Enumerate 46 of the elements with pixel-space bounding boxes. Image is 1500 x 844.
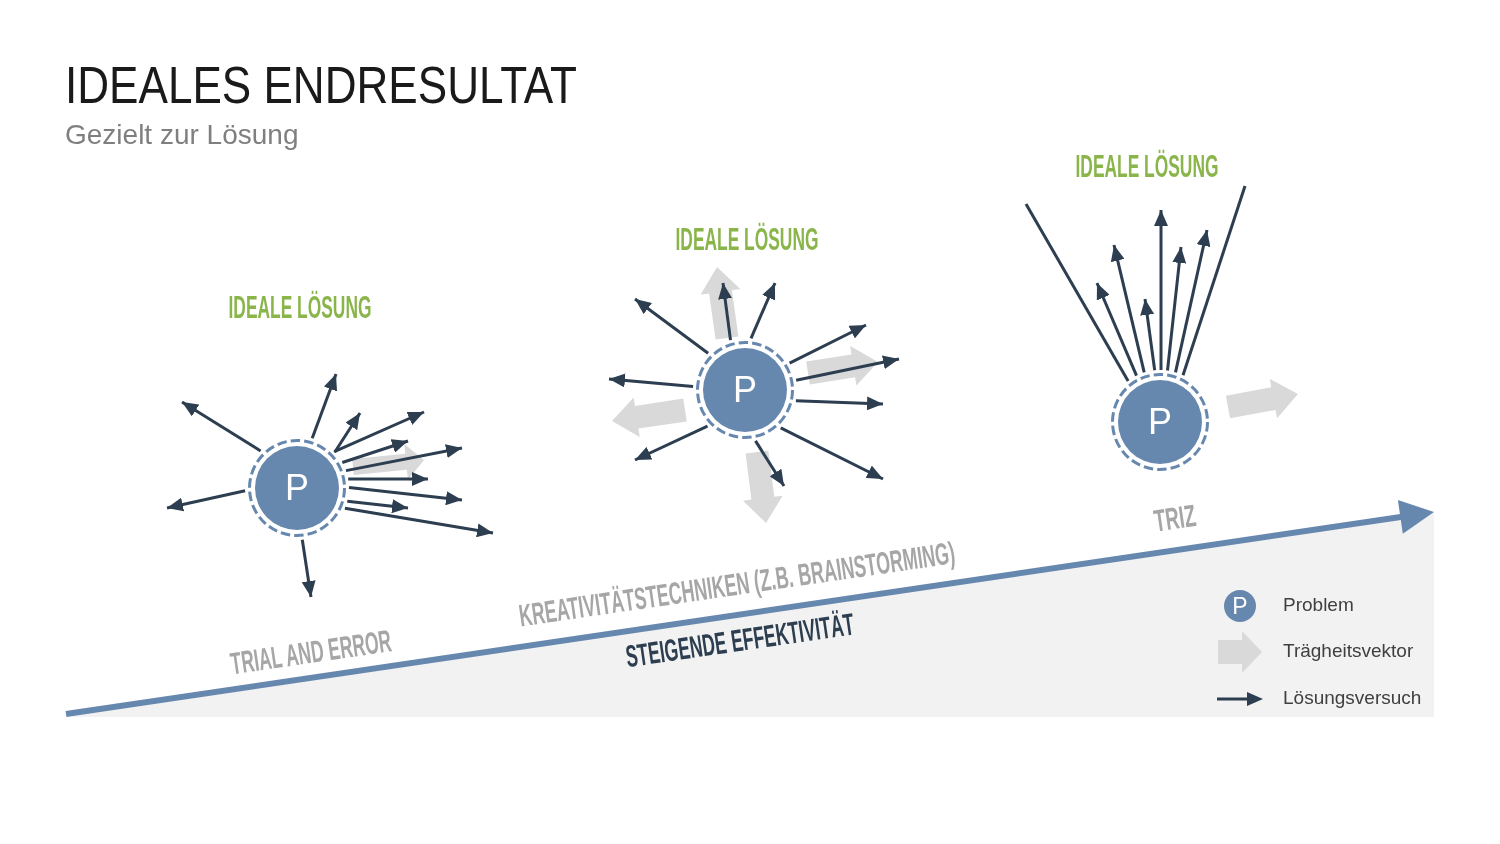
- arrow: [348, 472, 428, 486]
- arrow: [1154, 210, 1168, 370]
- legend-label: Problem: [1283, 595, 1354, 614]
- arrow: [300, 539, 316, 598]
- arrow: [333, 412, 362, 453]
- arrow: [634, 297, 709, 355]
- problem-circle: [695, 340, 795, 440]
- arrow: [1174, 229, 1211, 373]
- arrow: [344, 506, 494, 538]
- legend-label: Lösungsversuch: [1283, 688, 1422, 707]
- arrow: [348, 485, 463, 506]
- arrow: [1110, 244, 1146, 373]
- goal-label: IDEALE LÖSUNG: [1075, 150, 1219, 182]
- arrow: [181, 400, 262, 453]
- goal-label: IDEALE LÖSUNG: [675, 223, 819, 255]
- arrow: [347, 499, 409, 514]
- arrow: [795, 396, 884, 411]
- arrow: [795, 355, 900, 382]
- stage-label: TRIZ: [1152, 502, 1198, 536]
- legend-label: Trägheitsvektor: [1283, 641, 1414, 660]
- line: [1181, 185, 1247, 376]
- title: IDEALES ENDRESULTAT: [65, 59, 577, 111]
- problem-circle: [1110, 372, 1210, 472]
- arrow: [1095, 282, 1138, 377]
- arrow: [1166, 246, 1187, 371]
- arrow: [341, 439, 409, 464]
- arrow: [310, 373, 338, 439]
- arrow: [780, 426, 884, 481]
- stage-label: TRIAL AND ERROR: [229, 628, 393, 678]
- node-label: P: [733, 372, 757, 408]
- arrow: [608, 373, 694, 388]
- problem-circle: [247, 438, 347, 538]
- arrow: [345, 444, 463, 473]
- arrow: [634, 424, 709, 462]
- arrow: [1140, 298, 1157, 371]
- arrow: [788, 323, 867, 365]
- subtitle: Gezielt zur Lösung: [65, 121, 299, 149]
- node-label: P: [285, 470, 309, 506]
- arrow: [718, 282, 732, 341]
- arrow: [754, 440, 786, 487]
- arrow: [749, 282, 777, 339]
- arrow: [333, 410, 425, 454]
- line: [1024, 203, 1130, 382]
- node-label: P: [1148, 404, 1172, 440]
- arrow: [166, 489, 246, 512]
- goal-label: IDEALE LÖSUNG: [228, 291, 372, 323]
